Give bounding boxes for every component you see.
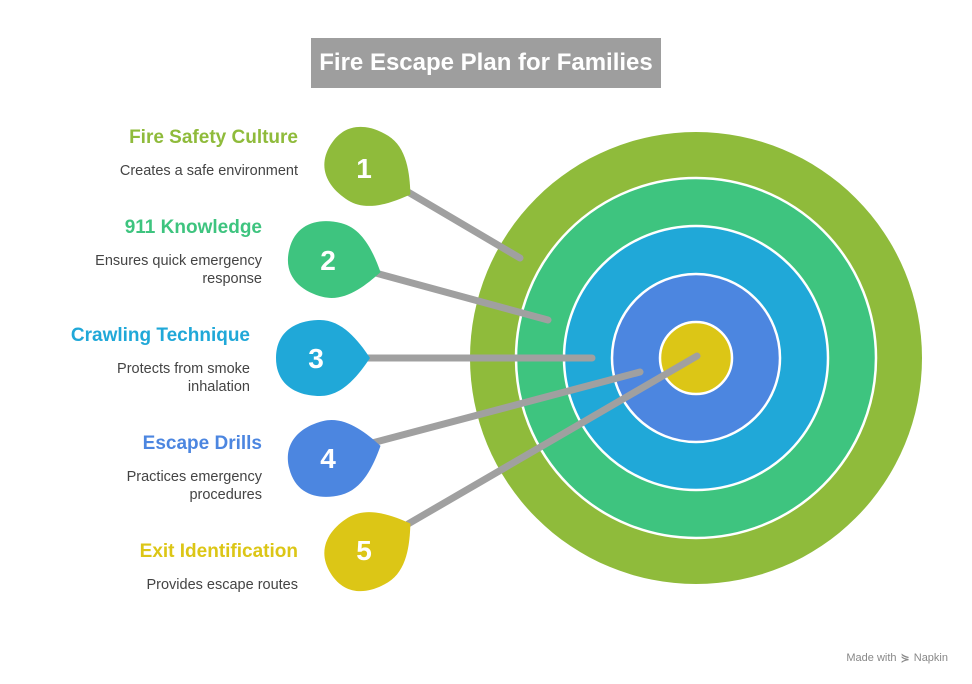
item-desc-2: Ensures quick emergency response [95, 253, 262, 287]
dart-badge-2: 2 [287, 221, 381, 298]
badge-number: 3 [308, 343, 324, 374]
dart-shaft-2 [368, 268, 552, 324]
badge-shape [324, 512, 411, 592]
item-desc-4: Practices emergency procedures [126, 469, 262, 503]
item-title-1: Fire Safety Culture [129, 127, 298, 148]
badge-number: 4 [320, 443, 336, 474]
badge-number: 1 [356, 153, 372, 184]
dart-badge-5: 5 [324, 512, 411, 592]
napkin-logo-icon: ⋟ [900, 652, 910, 664]
footer-brand: Napkin [913, 651, 948, 664]
badge-shape [324, 126, 411, 206]
badge-number: 5 [356, 535, 372, 566]
dart-badge-3: 3 [276, 320, 370, 396]
dart-shaft-5 [404, 352, 701, 528]
footer-credit: Made with ⋟ Napkin [846, 651, 948, 665]
item-desc-1: Creates a safe environment [119, 163, 298, 179]
badge-shape [287, 221, 381, 298]
item-title-3: Crawling Technique [70, 325, 250, 346]
diagram-title: Fire Escape Plan for Families [311, 38, 661, 88]
badge-number: 2 [320, 245, 336, 276]
badge-shape [276, 320, 370, 396]
dart-shaft-1 [404, 188, 524, 262]
item-title-4: Escape Drills [142, 433, 262, 454]
dart-badge-1: 1 [324, 126, 411, 206]
item-desc-5: Provides escape routes [146, 577, 298, 593]
footer-prefix: Made with [846, 651, 897, 664]
item-desc-3: Protects from smoke inhalation [117, 361, 250, 395]
dart-badge-4: 4 [287, 420, 381, 497]
item-title-2: 911 Knowledge [124, 217, 262, 238]
badge-shape [287, 420, 381, 497]
item-title-5: Exit Identification [139, 541, 298, 562]
dart-shaft-4 [368, 368, 644, 447]
